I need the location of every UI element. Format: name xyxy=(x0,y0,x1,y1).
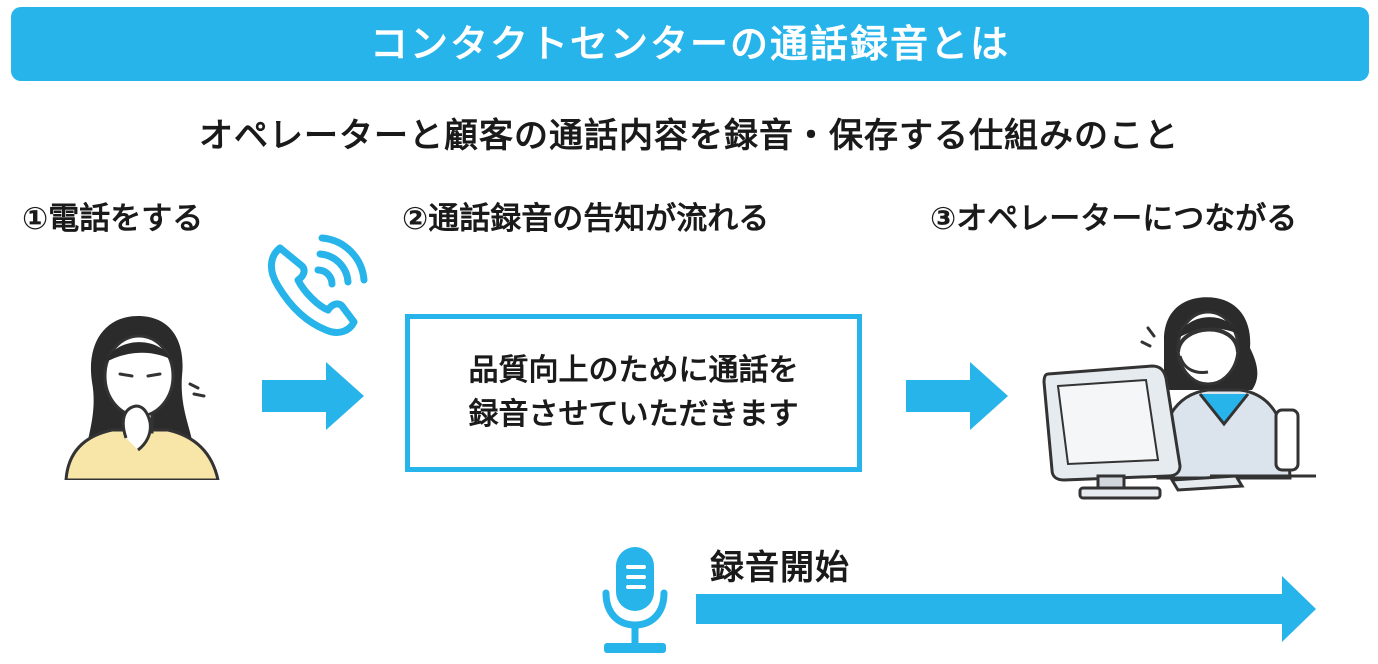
phone-ringing-icon xyxy=(268,234,368,336)
announcement-box: 品質向上のために通話を 録音させていただきます xyxy=(405,314,862,472)
arrow-right-icon xyxy=(262,362,364,430)
step-3-label: ③オペレーターにつながる xyxy=(930,201,1298,237)
announcement-line-2: 録音させていただきます xyxy=(468,397,799,432)
step-1-label: ①電話をする xyxy=(22,201,204,237)
step-2-label: ②通話録音の告知が流れる xyxy=(402,201,770,237)
title-banner: コンタクトセンターの通話録音とは xyxy=(11,7,1369,81)
subtitle: オペレーターと顧客の通話内容を録音・保存する仕組みのこと xyxy=(199,116,1179,156)
operator-illustration xyxy=(1042,297,1316,500)
recording-start-label: 録音開始 xyxy=(710,548,850,588)
caller-illustration xyxy=(64,316,220,480)
announcement-line-1: 品質向上のために通話を xyxy=(468,353,799,388)
arrow-right-icon xyxy=(906,362,1008,430)
recording-timeline-arrow xyxy=(696,576,1316,642)
microphone-icon xyxy=(602,547,668,653)
